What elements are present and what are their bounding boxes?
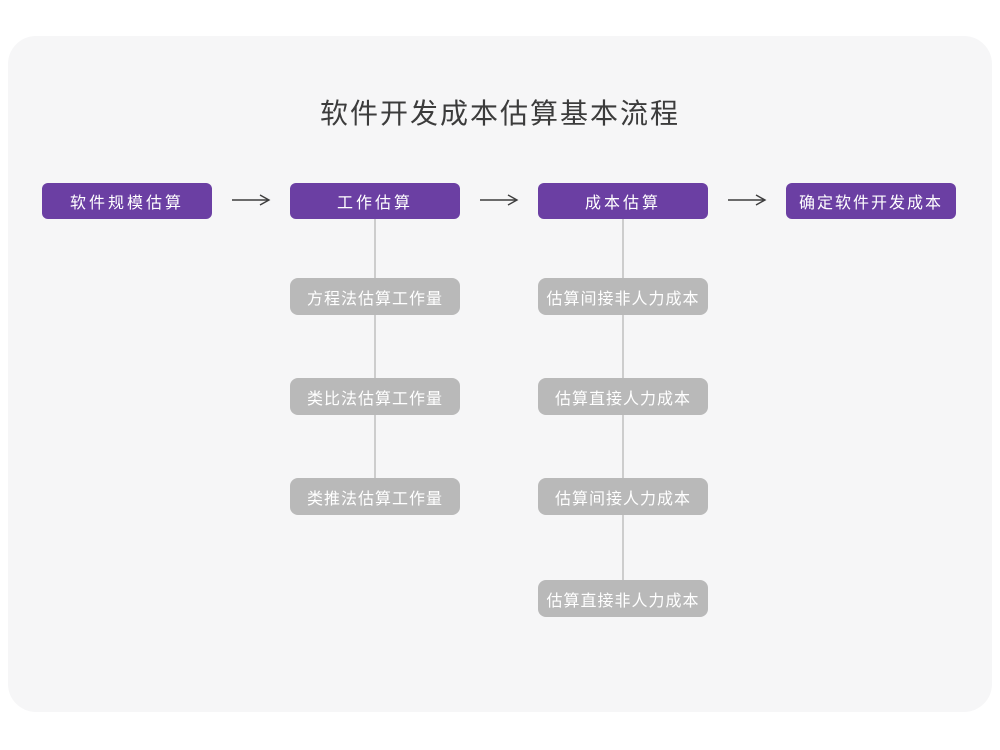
stage-cost-estimation: 成本估算: [538, 183, 708, 219]
substep-direct-labor-cost: 估算直接人力成本: [538, 378, 708, 415]
diagram-card: [8, 36, 992, 712]
substep-label: 估算直接人力成本: [554, 390, 691, 408]
substep-label: 类比法估算工作量: [306, 390, 443, 408]
substep-label: 类推法估算工作量: [306, 490, 443, 508]
flow-arrow-icon: [480, 194, 519, 206]
substep-label: 方程法估算工作量: [306, 290, 443, 308]
substep-analogy-method: 类比法估算工作量: [290, 378, 460, 415]
substep-equation-method: 方程法估算工作量: [290, 278, 460, 315]
substep-direct-non-labor-cost: 估算直接非人力成本: [538, 580, 708, 617]
substep-indirect-labor-cost: 估算间接人力成本: [538, 478, 708, 515]
flow-arrow-icon: [728, 194, 767, 206]
diagram-title: 软件开发成本估算基本流程: [319, 98, 680, 129]
stage-work-estimation: 工作估算: [290, 183, 460, 219]
stage-software-scale-estimation: 软件规模估算: [42, 183, 212, 219]
stage-label: 成本估算: [584, 195, 661, 212]
substep-extrapolation-method: 类推法估算工作量: [290, 478, 460, 515]
connector-work-column: [374, 219, 376, 481]
flow-arrow-icon: [232, 194, 271, 206]
stage-label: 软件规模估算: [69, 195, 184, 212]
substep-label: 估算间接人力成本: [554, 490, 691, 508]
stage-determine-development-cost: 确定软件开发成本: [786, 183, 956, 219]
substep-label: 估算直接非人力成本: [546, 592, 700, 610]
substep-indirect-non-labor-cost: 估算间接非人力成本: [538, 278, 708, 315]
substep-label: 估算间接非人力成本: [546, 290, 700, 308]
stage-label: 工作估算: [336, 195, 413, 212]
stage-label: 确定软件开发成本: [798, 195, 943, 212]
